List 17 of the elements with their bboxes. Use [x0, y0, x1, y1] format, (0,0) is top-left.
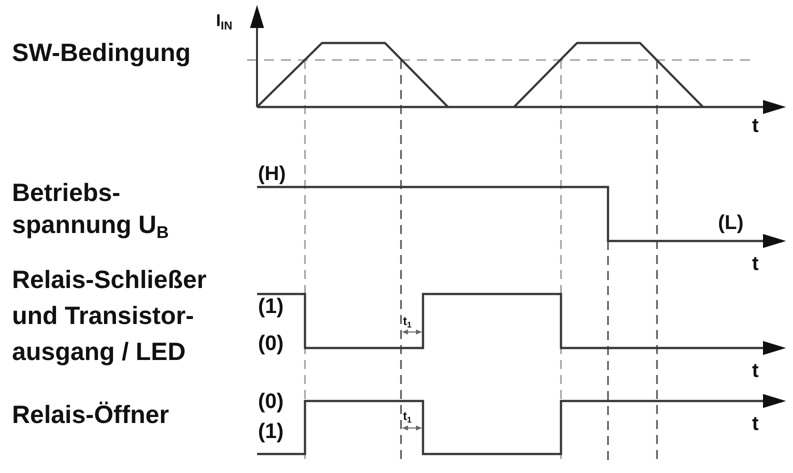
level-label: (H) [258, 164, 286, 185]
signal-name: Relais-Öffner [12, 400, 169, 430]
level-label: (1) [258, 421, 284, 442]
axis-label: I$_{IN}$ [216, 11, 232, 31]
level-label: (0) [258, 333, 284, 354]
axis-label: t [752, 116, 759, 136]
signal-name: SW-Bedingung [12, 38, 191, 68]
signal-name: Relais-Schließer und Transistor- ausgang / LED [12, 265, 208, 368]
level-label: (0) [258, 391, 284, 412]
signal-name: Betriebs- spannung U$_{B}$ [12, 178, 170, 241]
level-label: (1) [258, 296, 284, 317]
axis-label: t [752, 361, 759, 381]
dimension-label: t$_{1}$ [403, 314, 412, 328]
level-label: (L) [718, 213, 744, 234]
axis-label: t [752, 254, 759, 274]
dimension-label: t$_{1}$ [403, 409, 412, 423]
axis-label: t [752, 414, 759, 434]
